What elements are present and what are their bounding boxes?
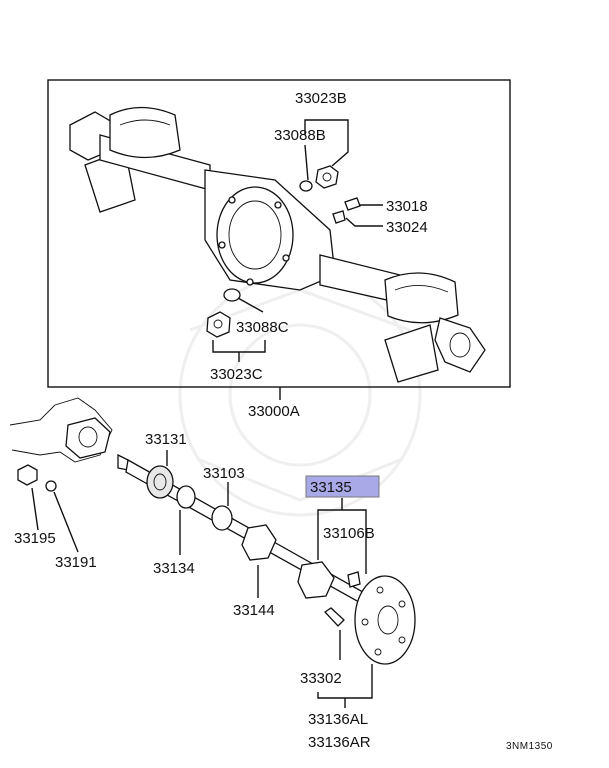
highlight-33135 (305, 475, 380, 498)
axle-housing-frame (47, 79, 511, 388)
leader-lines-lower (31, 450, 373, 708)
plug-33018 (344, 197, 361, 211)
washer-33088C (223, 288, 241, 302)
label-33106B: 33106B (323, 525, 375, 542)
nut-33023B (315, 165, 339, 189)
label-33103: 33103 (203, 465, 245, 482)
label-33088C: 33088C (236, 319, 289, 336)
hub-bolt-33302 (324, 607, 345, 627)
label-33135: 33135 (310, 479, 352, 496)
label-33136AL: 33136AL (308, 711, 368, 728)
nut-33195 (17, 464, 38, 486)
label-33018: 33018 (386, 198, 428, 215)
label-33023C: 33023C (210, 366, 263, 383)
washer-33088B (299, 180, 313, 192)
axle-housing-drawing (69, 106, 486, 383)
label-33023B: 33023B (295, 90, 347, 107)
axle-end-housing (9, 397, 113, 463)
label-33191: 33191 (55, 554, 97, 571)
leader-lines-upper (212, 119, 383, 400)
gasket-33024 (332, 210, 346, 224)
nut-33023C (206, 311, 231, 338)
label-33134: 33134 (153, 560, 195, 577)
label-33088B: 33088B (274, 127, 326, 144)
washer-33191 (45, 480, 57, 492)
label-33000A: 33000A (248, 403, 300, 420)
label-33302: 33302 (300, 670, 342, 687)
label-33131: 33131 (145, 431, 187, 448)
hub-flange (354, 575, 416, 665)
label-33144: 33144 (233, 602, 275, 619)
label-33024: 33024 (386, 219, 428, 236)
label-33195: 33195 (14, 530, 56, 547)
diagram-code: 3NM1350 (506, 741, 553, 752)
label-33136AR: 33136AR (308, 734, 371, 751)
